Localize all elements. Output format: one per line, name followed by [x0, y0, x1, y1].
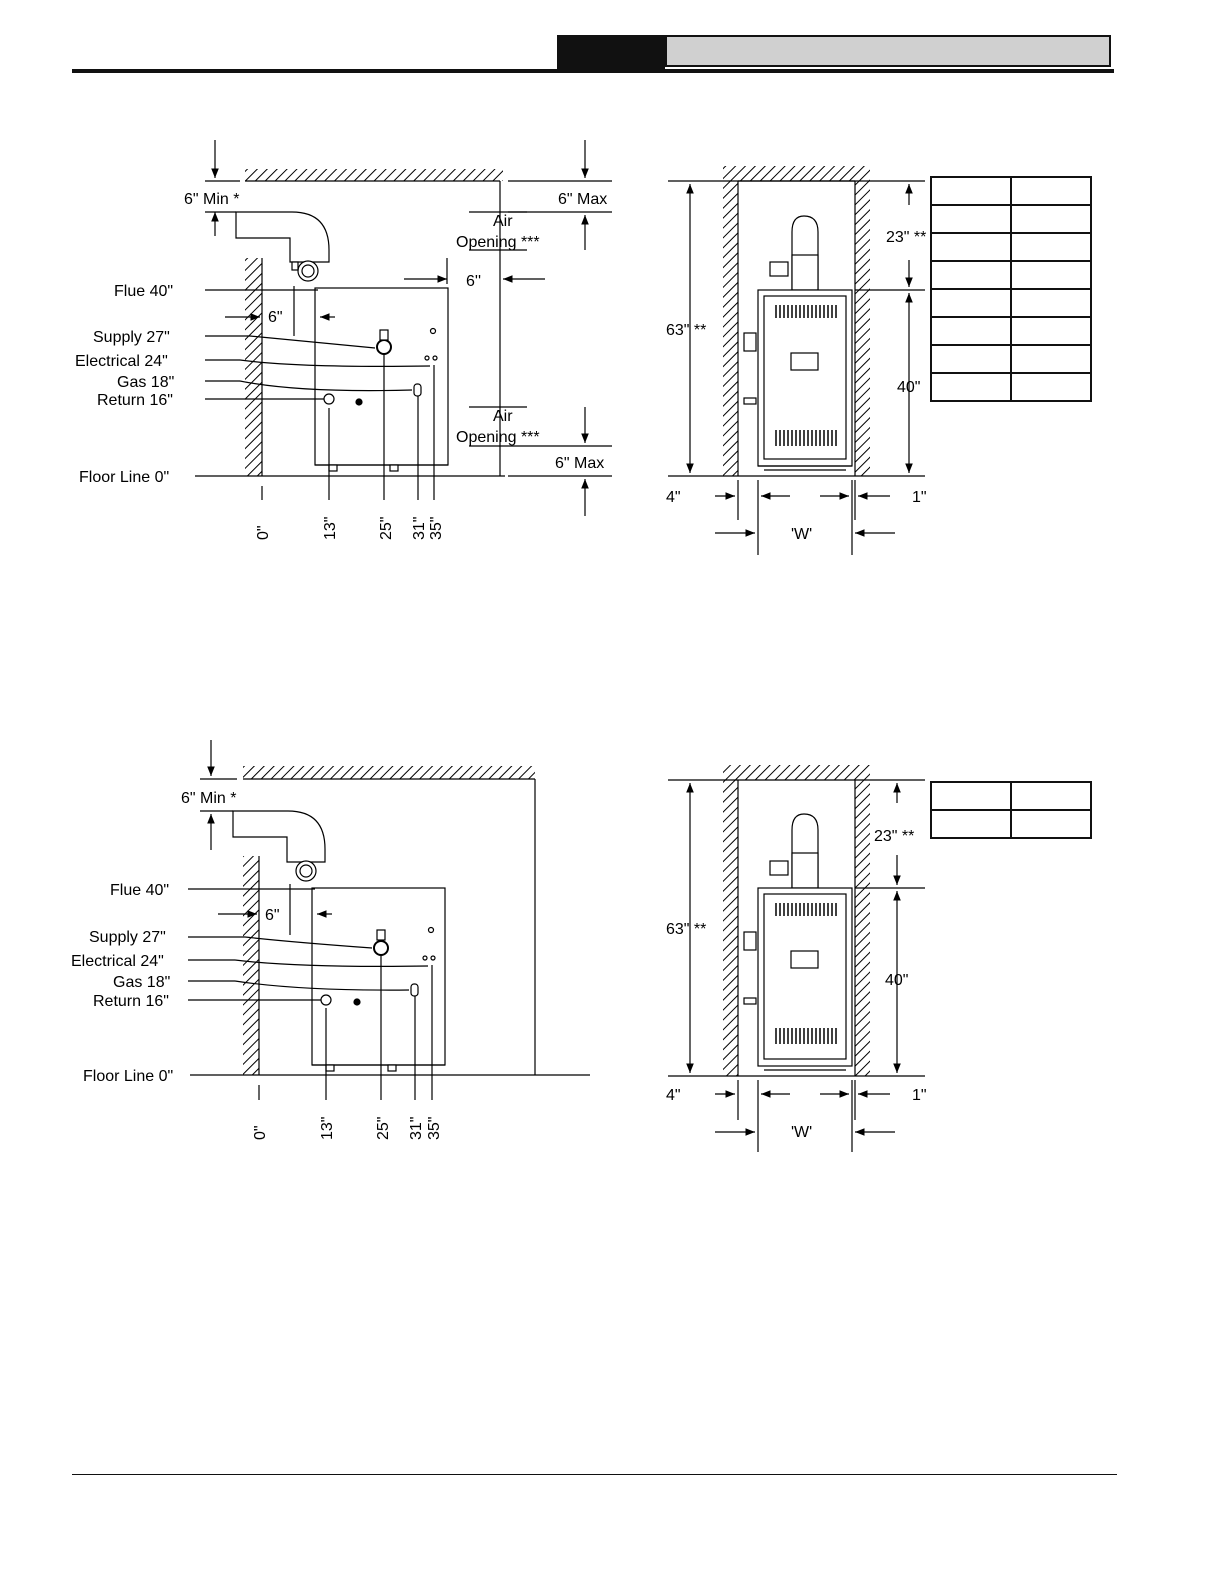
electrical-label: Electrical 24": [71, 953, 164, 970]
height-total-label: 63" **: [666, 322, 706, 339]
x25-label: 25": [375, 1117, 392, 1140]
x31-label: 31": [408, 1117, 425, 1140]
return-label: Return 16": [93, 993, 169, 1010]
front-view-top-labels: 63" ** 23" ** 40" 4" 1" 'W': [666, 229, 927, 543]
left-gap-label: 4": [666, 1087, 681, 1104]
flue-label: Flue 40": [110, 882, 169, 899]
table-row: [930, 372, 1092, 402]
x35-label: 35": [426, 1117, 443, 1140]
front-view-bottom-labels: 63" ** 23" ** 40" 4" 1" 'W': [666, 828, 927, 1141]
x25-label: 25": [378, 517, 395, 540]
top-clearance-label: 6" Min *: [184, 191, 239, 208]
table-cell: [1010, 781, 1092, 811]
air-opening-bottom-label-2: Opening ***: [456, 429, 540, 446]
table-row: [930, 316, 1092, 346]
ceiling-gap-bottom-label: 6" Max: [555, 455, 604, 472]
table-cell: [930, 232, 1012, 262]
table-cell: [930, 176, 1012, 206]
x0-label: 0": [255, 525, 272, 540]
table-cell: [930, 809, 1012, 839]
height-top-label: 23" **: [874, 828, 914, 845]
table-cell: [1010, 372, 1092, 402]
front-view-bottom: [668, 765, 925, 1152]
x13-label: 13": [319, 1117, 336, 1140]
table-cell: [1010, 260, 1092, 290]
supply-label: Supply 27": [93, 329, 170, 346]
table-cell: [930, 344, 1012, 374]
left-gap-label: 4": [666, 489, 681, 506]
table-row: [930, 204, 1092, 234]
side-view-bottom-labels: 6" Min * Flue 40" 6" Supply 27" Electric…: [71, 790, 443, 1140]
height-total-label: 63" **: [666, 921, 706, 938]
table-cell: [1010, 204, 1092, 234]
table-cell: [930, 781, 1012, 811]
air-opening-bottom-label-1: Air: [493, 408, 513, 425]
side-gap-label: 6'': [466, 273, 481, 290]
side-view-top-labels: 6" Min * 6" Max Air Opening *** 6'' Air …: [75, 191, 607, 540]
x0-label: 0": [252, 1125, 269, 1140]
top-clearance-label: 6" Min *: [181, 790, 236, 807]
table-cell: [1010, 176, 1092, 206]
table-row: [930, 781, 1092, 811]
table-cell: [1010, 316, 1092, 346]
floor-line-label: Floor Line 0": [79, 469, 169, 486]
table-row: [930, 809, 1092, 839]
table-row: [930, 288, 1092, 318]
rear-clearance-label: 6": [265, 907, 280, 924]
electrical-label: Electrical 24": [75, 353, 168, 370]
table-row: [930, 344, 1092, 374]
header-rule: [72, 69, 1114, 73]
height-boiler-label: 40": [885, 972, 908, 989]
width-label: 'W': [791, 1124, 812, 1141]
table-cell: [930, 372, 1012, 402]
footer-rule: [72, 1474, 1117, 1475]
table-row: [930, 176, 1092, 206]
right-gap-label: 1": [912, 1087, 927, 1104]
gas-label: Gas 18": [117, 374, 174, 391]
table-cell: [930, 204, 1012, 234]
side-view-bottom: [188, 740, 590, 1100]
floor-line-label: Floor Line 0": [83, 1068, 173, 1085]
return-label: Return 16": [97, 392, 173, 409]
table-cell: [930, 288, 1012, 318]
rear-clearance-label: 6": [268, 309, 283, 326]
dimension-table-top: [930, 176, 1092, 402]
table-cell: [1010, 809, 1092, 839]
right-gap-label: 1": [912, 489, 927, 506]
front-view-top: [668, 166, 925, 555]
width-label: 'W': [791, 526, 812, 543]
air-opening-top-label-1: Air: [493, 213, 513, 230]
dimension-table-bottom: [930, 781, 1092, 839]
supply-label: Supply 27": [89, 929, 166, 946]
height-boiler-label: 40": [897, 379, 920, 396]
x31-label: 31": [411, 517, 428, 540]
table-row: [930, 232, 1092, 262]
height-top-label: 23" **: [886, 229, 926, 246]
flue-label: Flue 40": [114, 283, 173, 300]
x35-label: 35": [428, 517, 445, 540]
table-cell: [930, 260, 1012, 290]
ceiling-gap-top-label: 6" Max: [558, 191, 607, 208]
side-view-top: [195, 140, 612, 516]
section-tab: [557, 35, 665, 71]
x13-label: 13": [322, 517, 339, 540]
table-cell: [1010, 232, 1092, 262]
table-cell: [1010, 344, 1092, 374]
air-opening-top-label-2: Opening ***: [456, 234, 540, 251]
page-title-bar: [665, 35, 1111, 67]
table-cell: [930, 316, 1012, 346]
table-cell: [1010, 288, 1092, 318]
table-row: [930, 260, 1092, 290]
gas-label: Gas 18": [113, 974, 170, 991]
